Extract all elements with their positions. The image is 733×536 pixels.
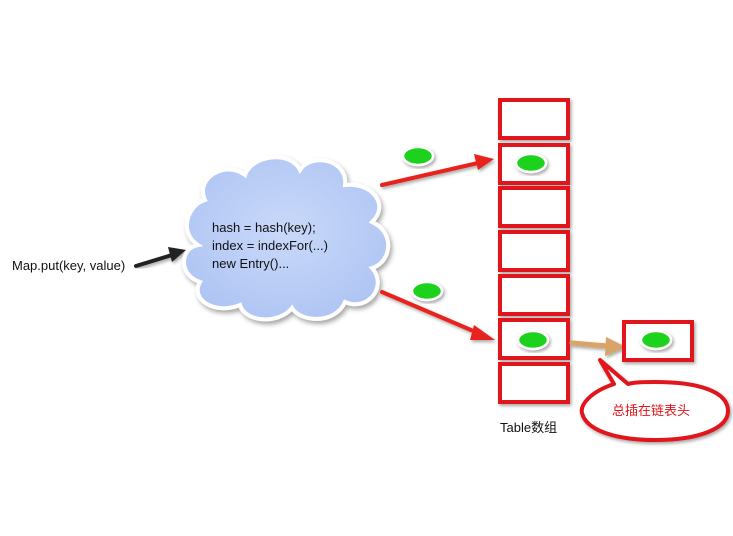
callout-text: 总插在链表头	[612, 403, 690, 418]
input-arrow	[134, 247, 186, 268]
table-array	[498, 98, 570, 404]
cloud-line-1: hash = hash(key);	[212, 220, 316, 235]
table-slot-4	[498, 230, 570, 272]
table-slot-1	[498, 98, 570, 140]
table-caption: Table数组	[500, 420, 557, 435]
table-slot-7	[498, 362, 570, 404]
arrow-to-slot-6	[380, 290, 495, 340]
process-cloud	[182, 155, 391, 322]
cloud-line-2: index = indexFor(...)	[212, 238, 328, 253]
chain-arrow	[569, 337, 626, 356]
arrow-to-slot-2	[380, 154, 494, 187]
entry-green-floating-2	[410, 280, 444, 302]
entry-green-chain	[639, 329, 673, 351]
chain-node	[622, 320, 694, 362]
callout-bubble	[579, 358, 730, 442]
input-label: Map.put(key, value)	[12, 258, 125, 273]
cloud-line-3: new Entry()...	[212, 256, 289, 271]
entry-green-slot-6	[516, 329, 550, 351]
table-slot-3	[498, 186, 570, 228]
entry-green-slot-2	[514, 152, 548, 174]
table-slot-6	[498, 318, 570, 360]
entry-green-floating-1	[401, 145, 435, 167]
table-slot-5	[498, 274, 570, 316]
